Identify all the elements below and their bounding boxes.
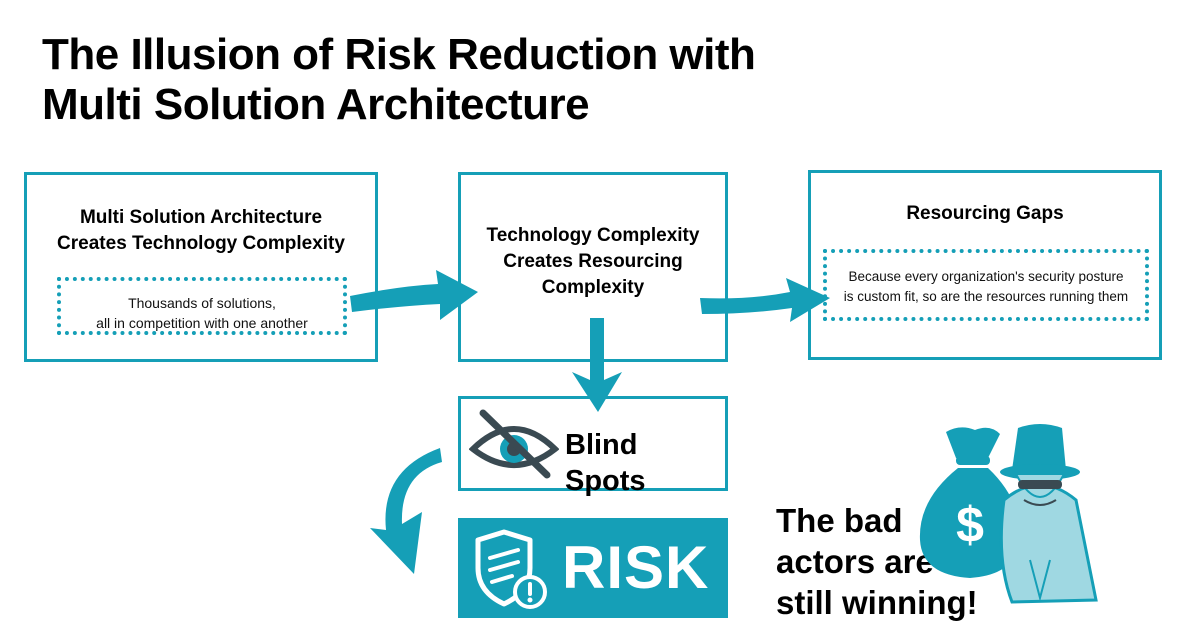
- resourcing-gaps-note: Because every organization's security po…: [823, 249, 1149, 321]
- arrow-icon: [572, 318, 622, 412]
- blind-spots-box: Blind Spots: [458, 396, 728, 497]
- page-title: The Illusion of Risk Reduction with Mult…: [42, 30, 756, 129]
- blind-spots-label: Blind Spots: [565, 429, 646, 497]
- money-bag-icon: $: [919, 427, 1021, 578]
- svg-text:$: $: [956, 497, 984, 553]
- arrow-icon: [370, 448, 442, 574]
- risk-label: RISK: [562, 534, 710, 601]
- resourcing-gaps-box: Resourcing Gaps Because every organizati…: [808, 170, 1162, 360]
- resourcing-gaps-heading: Resourcing Gaps: [906, 203, 1064, 224]
- spy-icon: [999, 424, 1098, 604]
- multi-solution-heading: Multi Solution Architecture Creates Tech…: [57, 207, 345, 254]
- multi-solution-note: Thousands of solutions, all in competiti…: [57, 277, 347, 335]
- technology-complexity-heading: Technology Complexity Creates Resourcing…: [486, 225, 700, 298]
- crossed-eye-icon: [469, 409, 559, 479]
- arrow-icon: [350, 270, 478, 320]
- arrow-icon: [700, 278, 830, 322]
- bad-actors-tagline: The bad actors are still winning!: [776, 502, 978, 621]
- shield-alert-icon: [475, 529, 547, 609]
- risk-box: RISK: [458, 518, 728, 618]
- multi-solution-box: Multi Solution Architecture Creates Tech…: [24, 172, 378, 362]
